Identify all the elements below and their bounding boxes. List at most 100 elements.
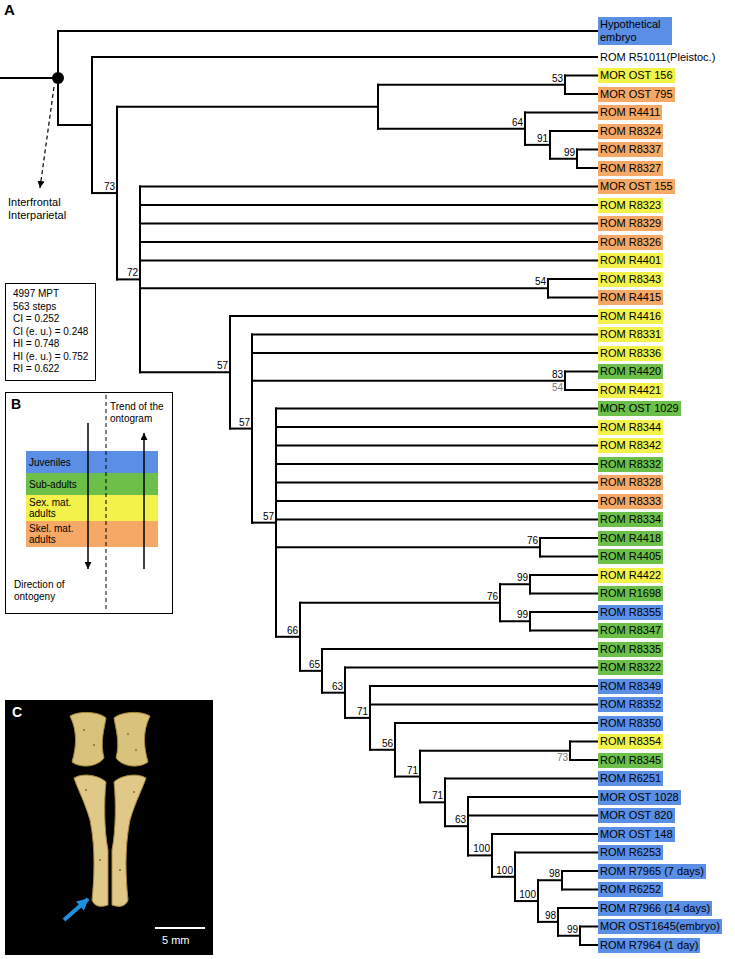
taxon-box: ROM R6252 xyxy=(598,882,663,897)
support-value: 65 xyxy=(309,659,320,670)
legend-text: Juveniles xyxy=(29,457,83,468)
legend-swatch xyxy=(26,495,158,521)
tree-branch xyxy=(252,352,597,354)
tree-branch xyxy=(467,797,469,855)
taxon-name: ROM R8337 xyxy=(600,143,661,156)
tree-branch xyxy=(140,186,597,188)
taxon-name: MOR OST 820 xyxy=(600,809,673,822)
tree-branch xyxy=(530,611,597,613)
taxon-name: ROM R8352 xyxy=(600,698,661,711)
tree-branch xyxy=(514,853,516,902)
tree-branch xyxy=(500,583,530,585)
bone-shape xyxy=(74,775,108,906)
tree-branch xyxy=(561,871,563,890)
taxon-box: ROM R8352 xyxy=(598,697,663,712)
tree-branch xyxy=(394,723,396,777)
tree-branch xyxy=(370,685,597,687)
taxon-name: MOR OST 155 xyxy=(600,180,673,193)
support-value: 71 xyxy=(357,706,368,717)
tree-branch xyxy=(275,409,277,637)
taxon-box: ROM R4405 xyxy=(598,549,663,564)
tree-branch xyxy=(140,287,548,289)
tree-branch xyxy=(116,107,118,280)
tree-branch xyxy=(139,187,141,373)
taxon-name: ROM R7965 (7 days) xyxy=(600,865,704,878)
taxon-box: Hypothetical embryo xyxy=(598,17,672,45)
tree-branch xyxy=(468,815,597,817)
tree-branch xyxy=(538,921,558,923)
taxon-box: ROM R8335 xyxy=(598,642,663,657)
taxon-box: ROM R4422 xyxy=(598,568,663,583)
taxon-box: ROM R8337 xyxy=(598,142,663,157)
tree-branch xyxy=(547,279,549,298)
ontogeny-arrow xyxy=(87,423,89,569)
tree-branch xyxy=(420,801,445,803)
taxon-box: MOR OST 1028 xyxy=(598,790,681,805)
tree-branch xyxy=(445,825,468,827)
taxon-name: MOR OST 156 xyxy=(600,69,673,82)
taxon-box: ROM R8331 xyxy=(598,327,663,342)
statistic-line: 4997 MPT xyxy=(13,288,88,301)
tree-branch xyxy=(345,667,597,669)
taxon-box: ROM R51011(Pleistoc.) xyxy=(598,50,717,65)
tree-branch xyxy=(524,113,526,145)
photo-ground xyxy=(5,700,213,955)
tree-branch xyxy=(540,537,597,539)
tree-branch xyxy=(230,428,252,430)
tree-branch xyxy=(530,574,597,576)
taxon-box: ROM R4411 xyxy=(598,105,662,120)
taxon-box: ROM R8332 xyxy=(598,457,663,472)
support-value: 98 xyxy=(549,868,560,879)
support-value: 63 xyxy=(455,814,466,825)
taxon-name: MOR OST1645(embryo) xyxy=(600,920,720,933)
support-value: 64 xyxy=(512,117,523,128)
legend-text: Skel. mat. adults xyxy=(29,523,83,545)
taxon-name: ROM R8329 xyxy=(600,217,661,230)
tree-branch xyxy=(530,630,597,632)
tree-branch xyxy=(276,482,597,484)
tree-branch xyxy=(344,668,346,718)
tree-branch xyxy=(548,297,597,299)
taxon-name: ROM R6251 xyxy=(600,772,661,785)
taxon-box: ROM R8328 xyxy=(598,475,663,490)
tree-branch xyxy=(570,759,597,761)
statistic-line: CI (e. u.) = 0.248 xyxy=(13,326,88,339)
taxon-box: ROM R7965 (7 days) xyxy=(598,864,706,879)
taxon-name: ROM R8335 xyxy=(600,643,661,656)
taxon-name: ROM R8354 xyxy=(600,735,661,748)
tree-branch xyxy=(549,131,551,159)
tree-branch xyxy=(529,575,531,594)
taxon-box: ROM R8322 xyxy=(598,660,663,675)
specimen-photo xyxy=(5,700,213,955)
taxon-box: ROM R8336 xyxy=(598,346,663,361)
tree-branch xyxy=(276,500,597,502)
taxon-box: ROM R4421 xyxy=(598,383,663,398)
tree-branch xyxy=(558,935,580,937)
bone-texture xyxy=(83,729,137,871)
taxon-name: ROM R8332 xyxy=(600,458,661,471)
tree-branch xyxy=(276,463,597,465)
taxon-box: MOR OST 148 xyxy=(598,827,675,842)
tree-branch xyxy=(576,150,578,169)
legend-swatch xyxy=(26,451,158,473)
taxon-name: ROM R8324 xyxy=(600,125,661,138)
taxon-name: MOR OST 1028 xyxy=(600,791,679,804)
tree-branch xyxy=(577,149,597,151)
taxon-box: MOR OST 156 xyxy=(598,68,675,83)
tree-branch xyxy=(564,372,566,391)
taxon-box: ROM R8334 xyxy=(598,512,663,527)
tree-branch xyxy=(445,778,597,780)
taxon-name: ROM R8326 xyxy=(600,236,661,249)
tree-branch xyxy=(562,870,597,872)
taxon-box: ROM R6253 xyxy=(598,845,663,860)
taxon-box: ROM R8324 xyxy=(598,124,663,139)
support-value: 76 xyxy=(527,535,538,546)
taxon-name: ROM R8334 xyxy=(600,513,661,526)
tree-branch xyxy=(569,742,571,761)
tree-branch xyxy=(395,722,597,724)
tree-branches xyxy=(0,31,597,945)
tree-branch xyxy=(540,556,597,558)
tree-branch xyxy=(548,278,597,280)
support-value: 71 xyxy=(407,765,418,776)
